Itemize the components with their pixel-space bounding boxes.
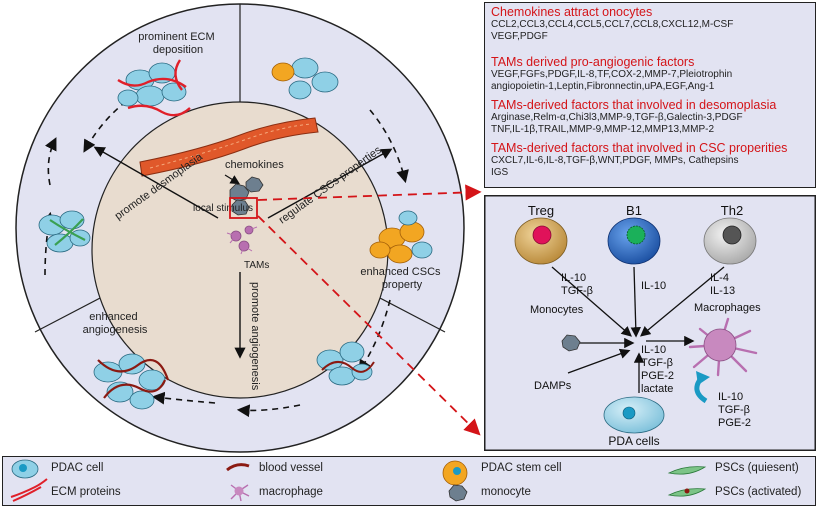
center-factor-il10: IL-10 <box>641 344 666 356</box>
legend-pscs-quiescent: PSCs (quiesent) <box>715 462 799 474</box>
psc-cell-cluster-left <box>38 210 91 253</box>
center-factor-lactate: lactate <box>641 383 673 395</box>
factors-line: TNF,IL-1β,TRAIL,MMP-9,MMP-12,MMP13,MMP-2 <box>491 124 715 135</box>
center-factor-pge2: PGE-2 <box>641 370 674 382</box>
macrophage-icon <box>230 484 250 502</box>
factors-line: Arginase,Relm-α,Chi3l3,MMP-9,TGF-β,Galec… <box>491 112 743 123</box>
chemokine-vessel <box>139 117 319 177</box>
enhanced-cscs-label: enhanced CSCs property <box>360 266 443 291</box>
psc-quiescent-icon <box>667 466 707 475</box>
angio-cell-cluster-right <box>316 341 375 386</box>
th2-factor-1: IL-4 <box>710 272 729 284</box>
b1-nucleus <box>626 225 646 245</box>
pdac-cell-icon <box>11 459 39 479</box>
tme-circle-diagram: chemokines local stimulus TAMs promote d… <box>15 3 465 453</box>
polarization-panel: Treg IL-10 TGF-β B1 IL-10 Th2 IL-4 IL-13… <box>484 195 816 451</box>
zoom-connectors <box>257 184 482 436</box>
feedback-factor-il10: IL-10 <box>718 391 743 403</box>
factors-box: Chemokines attract onocytes CCL2,CCL3,CC… <box>484 2 816 188</box>
pda-nucleus <box>622 406 636 420</box>
damps-label: DAMPs <box>534 380 572 392</box>
macrophages-label: Macrophages <box>694 302 761 314</box>
factors-line: angiopoietin-1,Leptin,Fibronnectin,uPA,E… <box>491 81 715 92</box>
macrophage-cell <box>688 317 758 377</box>
monocyte-icon <box>448 484 468 502</box>
angio-cell-cluster-left <box>93 353 170 410</box>
b1-label: B1 <box>626 203 642 218</box>
feedback-factors: IL-10 TGF-β PGE-2 <box>718 391 753 429</box>
b1-factor-1: IL-10 <box>641 280 666 292</box>
ecm-proteins-icon <box>10 478 48 502</box>
treg-factor-2: TGF-β <box>561 285 593 297</box>
legend-ecm-proteins: ECM proteins <box>51 486 121 498</box>
center-monocytes <box>229 176 264 216</box>
monocyte-cell <box>561 334 581 352</box>
converging-arrows <box>551 266 725 393</box>
treg-label: Treg <box>528 203 554 218</box>
feedback-factor-pge2: PGE-2 <box>718 417 751 429</box>
factors-line: CCL2,CCL3,CCL4,CCL5,CCL7,CCL8,CXCL12,M-C… <box>491 19 734 30</box>
ecm-deposition-label: prominent ECM deposition <box>138 31 217 56</box>
center-tams <box>226 225 258 255</box>
legend-monocyte: monocyte <box>481 486 531 498</box>
blood-vessel-icon <box>226 463 250 472</box>
legend-icons <box>10 459 707 502</box>
enhanced-angiogenesis-label: enhanced angiogenesis <box>83 311 148 336</box>
csc-cell-cluster-top <box>271 57 339 100</box>
local-stimulus-label: local stimulus <box>193 203 253 214</box>
legend: PDAC cell ECM proteins blood vessel macr… <box>2 456 816 506</box>
factors-title-angiogenic: TAMs derived pro-angiogenic factors <box>491 55 695 69</box>
tams-label: TAMs <box>244 260 269 271</box>
pda-cells-label: PDA cells <box>608 434 659 448</box>
promote-angiogenesis-label: promote angiogenesis <box>249 282 261 391</box>
chemokines-label: chemokines <box>225 159 284 171</box>
ecm-deposition-line-1: prominent ECM <box>138 31 214 43</box>
treg-nucleus <box>532 225 552 245</box>
pdac-stem-cell-icon <box>442 460 468 486</box>
ecm-cell-cluster <box>117 59 191 117</box>
th2-label: Th2 <box>721 203 743 218</box>
factors-line: IGS <box>491 167 509 178</box>
center-factor-tgfb: TGF-β <box>641 357 673 369</box>
th2-factor-2: IL-13 <box>710 285 735 297</box>
center-outward-arrows <box>93 146 393 359</box>
monocytes-label: Monocytes <box>530 304 584 316</box>
center-factors: IL-10 TGF-β PGE-2 lactate <box>641 344 677 395</box>
legend-pdac-stem-cell: PDAC stem cell <box>481 462 562 474</box>
factors-title-chemokines: Chemokines attract onocytes <box>491 5 653 19</box>
factors-line: CXCL7,IL-6,IL-8,TGF-β,WNT,PDGF, MMPs, Ca… <box>491 155 739 166</box>
legend-pscs-activated: PSCs (activated) <box>715 486 802 498</box>
ecm-deposition-line-2: deposition <box>153 44 203 56</box>
factors-line: VEGF,FGFs,PDGF,IL-8,TF,COX-2,MMP-7,Pleio… <box>491 69 733 80</box>
factors-title-desmoplasia: TAMs-derived factors that involved in de… <box>491 98 777 112</box>
legend-macrophage: macrophage <box>259 486 323 498</box>
zoom-square <box>229 197 258 219</box>
csc-cell-cluster-right <box>369 210 433 264</box>
factors-line: VEGF,PDGF <box>491 31 548 42</box>
feedback-factor-tgfb: TGF-β <box>718 404 750 416</box>
legend-blood-vessel: blood vessel <box>259 462 323 474</box>
factors-title-csc: TAMs-derived factors that involved in CS… <box>491 141 788 155</box>
legend-pdac-cell: PDAC cell <box>51 462 104 474</box>
th2-nucleus <box>722 225 742 245</box>
psc-activated-icon <box>667 488 707 497</box>
